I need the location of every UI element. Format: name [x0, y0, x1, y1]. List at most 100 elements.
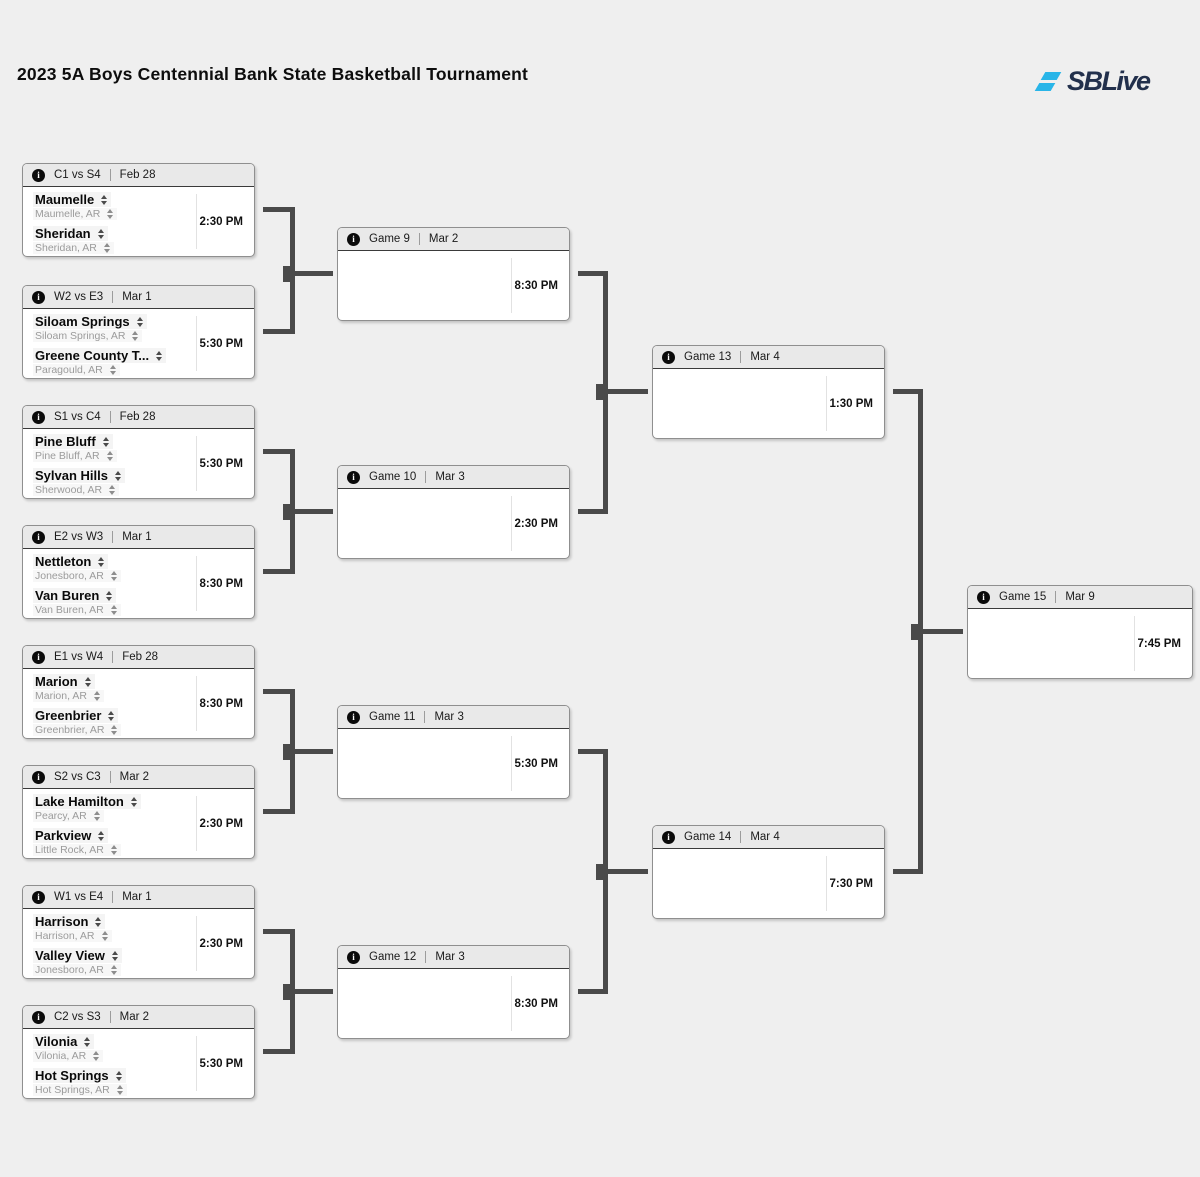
up-down-arrows-icon[interactable] [132, 331, 139, 341]
team-name: Marion [35, 674, 78, 689]
up-down-arrows-icon[interactable] [109, 485, 116, 495]
up-down-arrows-icon[interactable] [93, 1051, 100, 1061]
team-name-row[interactable]: Siloam Springs [33, 314, 147, 329]
game-card[interactable]: i C2 vs S3 Mar 2 Vilonia Vilonia, AR Hot… [22, 1005, 255, 1099]
game-card[interactable]: i W2 vs E3 Mar 1 Siloam Springs Siloam S… [22, 285, 255, 379]
header-divider [418, 233, 420, 245]
team-location-row[interactable]: Sheridan, AR [33, 242, 114, 254]
team-location-row[interactable]: Siloam Springs, AR [33, 330, 143, 342]
up-down-arrows-icon[interactable] [108, 710, 115, 721]
team-location-row[interactable]: Paragould, AR [33, 364, 120, 376]
game-card[interactable]: i Game 11 Mar 3 5:30 PM [337, 705, 570, 799]
game-card[interactable]: i S2 vs C3 Mar 2 Lake Hamilton Pearcy, A… [22, 765, 255, 859]
team-location-row[interactable]: Jonesboro, AR [33, 570, 121, 582]
up-down-arrows-icon[interactable] [101, 194, 108, 205]
page-title: 2023 5A Boys Centennial Bank State Baske… [17, 64, 529, 84]
up-down-arrows-icon[interactable] [114, 470, 121, 481]
header-divider [112, 291, 114, 303]
game-card[interactable]: i S1 vs C4 Feb 28 Pine Bluff Pine Bluff,… [22, 405, 255, 499]
team-slot: Maumelle Maumelle, AR [33, 192, 118, 220]
game-card[interactable]: i C1 vs S4 Feb 28 Maumelle Maumelle, AR … [22, 163, 255, 257]
up-down-arrows-icon[interactable] [103, 243, 110, 253]
up-down-arrows-icon[interactable] [115, 1070, 122, 1081]
up-down-arrows-icon[interactable] [97, 228, 104, 239]
game-card[interactable]: i W1 vs E4 Mar 1 Harrison Harrison, AR V… [22, 885, 255, 979]
info-icon[interactable]: i [32, 1010, 45, 1024]
team-name-row[interactable]: Marion [33, 674, 95, 689]
up-down-arrows-icon[interactable] [111, 950, 118, 961]
team-name-row[interactable]: Harrison [33, 914, 106, 929]
info-icon[interactable]: i [347, 950, 360, 964]
info-icon[interactable]: i [662, 350, 675, 364]
up-down-arrows-icon[interactable] [98, 830, 105, 841]
team-name-row[interactable]: Greenbrier [33, 708, 119, 723]
team-name-row[interactable]: Sylvan Hills [33, 468, 125, 483]
info-icon[interactable]: i [32, 410, 45, 424]
info-icon[interactable]: i [347, 470, 360, 484]
team-location-row[interactable]: Harrison, AR [33, 930, 112, 942]
team-location-row[interactable]: Pine Bluff, AR [33, 450, 117, 462]
up-down-arrows-icon[interactable] [84, 1036, 91, 1047]
info-icon[interactable]: i [347, 710, 360, 724]
up-down-arrows-icon[interactable] [95, 916, 102, 927]
up-down-arrows-icon[interactable] [156, 350, 163, 361]
info-icon[interactable]: i [662, 830, 675, 844]
team-location-row[interactable]: Vilonia, AR [33, 1050, 104, 1062]
team-name-row[interactable]: Nettleton [33, 554, 109, 569]
up-down-arrows-icon[interactable] [109, 365, 116, 375]
up-down-arrows-icon[interactable] [110, 605, 117, 615]
game-card[interactable]: i E2 vs W3 Mar 1 Nettleton Jonesboro, AR… [22, 525, 255, 619]
info-icon[interactable]: i [347, 232, 360, 246]
up-down-arrows-icon[interactable] [136, 316, 143, 327]
up-down-arrows-icon[interactable] [102, 436, 109, 447]
team-location-row[interactable]: Maumelle, AR [33, 208, 118, 220]
team-name-row[interactable]: Valley View [33, 948, 122, 963]
team-name-row[interactable]: Parkview [33, 828, 109, 843]
team-location-row[interactable]: Little Rock, AR [33, 844, 121, 856]
team-location-row[interactable]: Hot Springs, AR [33, 1084, 127, 1096]
team-name-row[interactable]: Pine Bluff [33, 434, 113, 449]
up-down-arrows-icon[interactable] [84, 676, 91, 687]
team-name-row[interactable]: Lake Hamilton [33, 794, 141, 809]
up-down-arrows-icon[interactable] [93, 811, 100, 821]
info-icon[interactable]: i [32, 530, 45, 544]
team-location-row[interactable]: Marion, AR [33, 690, 104, 702]
up-down-arrows-icon[interactable] [110, 965, 117, 975]
info-icon[interactable]: i [32, 890, 45, 904]
game-card[interactable]: i Game 14 Mar 4 7:30 PM [652, 825, 885, 919]
info-icon[interactable]: i [32, 770, 45, 784]
game-card[interactable]: i Game 12 Mar 3 8:30 PM [337, 945, 570, 1039]
up-down-arrows-icon[interactable] [110, 571, 117, 581]
team-name-row[interactable]: Sheridan [33, 226, 108, 241]
up-down-arrows-icon[interactable] [130, 796, 137, 807]
up-down-arrows-icon[interactable] [111, 725, 118, 735]
game-card[interactable]: i Game 10 Mar 3 2:30 PM [337, 465, 570, 559]
up-down-arrows-icon[interactable] [106, 451, 113, 461]
team-location-row[interactable]: Van Buren, AR [33, 604, 121, 616]
game-card[interactable]: i E1 vs W4 Feb 28 Marion Marion, AR Gree… [22, 645, 255, 739]
up-down-arrows-icon[interactable] [101, 931, 108, 941]
up-down-arrows-icon[interactable] [106, 590, 113, 601]
sblive-logo[interactable]: SBLive [1033, 66, 1151, 97]
game-card[interactable]: i Game 9 Mar 2 8:30 PM [337, 227, 570, 321]
info-icon[interactable]: i [32, 168, 45, 182]
team-location-row[interactable]: Greenbrier, AR [33, 724, 122, 736]
up-down-arrows-icon[interactable] [98, 556, 105, 567]
team-location-row[interactable]: Jonesboro, AR [33, 964, 121, 976]
up-down-arrows-icon[interactable] [116, 1085, 123, 1095]
info-icon[interactable]: i [32, 290, 45, 304]
team-name-row[interactable]: Vilonia [33, 1034, 95, 1049]
team-location-row[interactable]: Pearcy, AR [33, 810, 104, 822]
up-down-arrows-icon[interactable] [110, 845, 117, 855]
team-name-row[interactable]: Greene County T... [33, 348, 167, 363]
team-name-row[interactable]: Hot Springs [33, 1068, 126, 1083]
game-card[interactable]: i Game 13 Mar 4 1:30 PM [652, 345, 885, 439]
team-name-row[interactable]: Maumelle [33, 192, 112, 207]
info-icon[interactable]: i [977, 590, 990, 604]
game-card[interactable]: i Game 15 Mar 9 7:45 PM [967, 585, 1193, 679]
up-down-arrows-icon[interactable] [93, 691, 100, 701]
up-down-arrows-icon[interactable] [107, 209, 114, 219]
team-location-row[interactable]: Sherwood, AR [33, 484, 120, 496]
team-name-row[interactable]: Van Buren [33, 588, 117, 603]
info-icon[interactable]: i [32, 650, 45, 664]
